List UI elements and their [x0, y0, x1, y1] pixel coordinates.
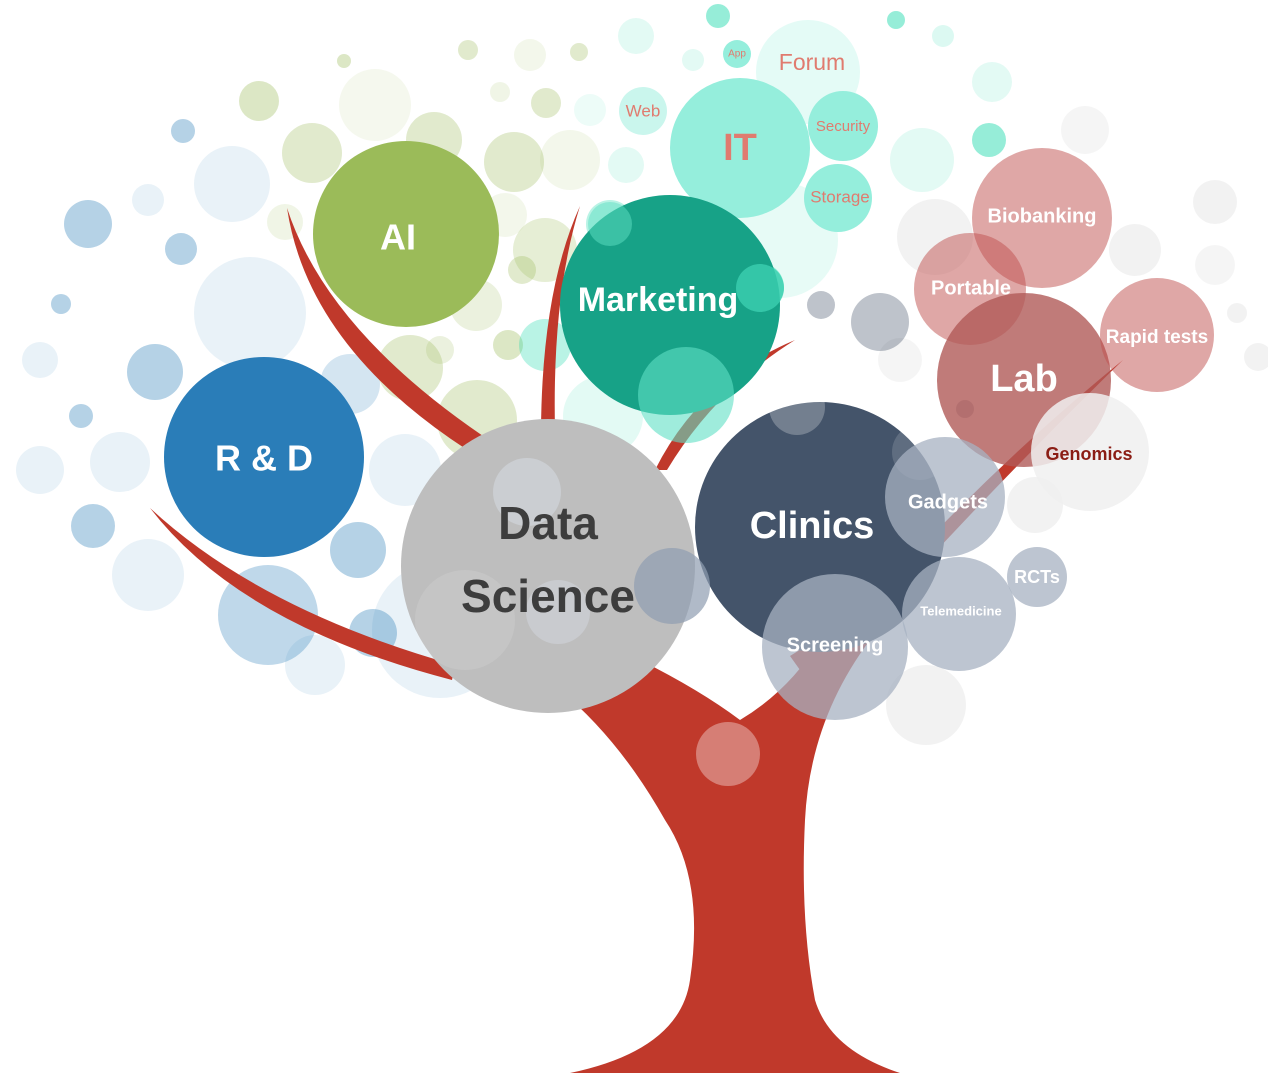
node-ai[interactable]: AI [313, 141, 499, 327]
node-clinics-bubble [695, 402, 945, 652]
node-ai-bubble [313, 141, 499, 327]
node-data-science-bubble [401, 419, 695, 713]
node-app-label[interactable]: App [728, 49, 746, 60]
node-storage-label[interactable]: Storage [810, 187, 870, 206]
node-web-label[interactable]: Web [626, 101, 661, 120]
node-it-bubble [670, 78, 810, 218]
node-data-science-label-line2: Science [461, 570, 635, 622]
node-web-bubble [619, 87, 667, 135]
node-screening-bubble [762, 574, 908, 720]
node-screening-label[interactable]: Screening [787, 634, 884, 656]
node-lab-cluster: Biobanking Portable Lab Rapid tests Geno… [914, 148, 1214, 511]
node-rcts-label[interactable]: RCTs [1014, 567, 1060, 587]
node-storage-bubble [804, 164, 872, 232]
node-portable-label[interactable]: Portable [931, 277, 1011, 299]
node-ai-label: AI [380, 217, 416, 258]
node-lab-label[interactable]: Lab [990, 358, 1058, 400]
node-biobanking-label[interactable]: Biobanking [988, 205, 1097, 227]
node-it-label[interactable]: IT [723, 127, 757, 169]
node-marketing-label: Marketing [578, 281, 739, 319]
node-data-science[interactable]: Data Science [401, 419, 710, 713]
node-rapid-tests-label[interactable]: Rapid tests [1106, 327, 1208, 348]
node-telemedicine-bubble [902, 557, 1016, 671]
node-marketing[interactable]: Marketing [560, 195, 784, 443]
node-clinics-cluster: Clinics Gadgets RCTs Telemedicine Screen… [695, 379, 1067, 720]
node-gadgets-label[interactable]: Gadgets [908, 491, 988, 513]
node-rapid-tests-bubble [1100, 278, 1214, 392]
trunk-knot [696, 722, 760, 786]
node-gadgets-bubble [885, 437, 1005, 557]
node-marketing-bubble [560, 195, 780, 415]
node-telemedicine-label[interactable]: Telemedicine [920, 603, 1001, 618]
node-genomics-bubble [1031, 393, 1149, 511]
node-security-label[interactable]: Security [816, 118, 871, 135]
node-rnd[interactable]: R & D [164, 357, 364, 557]
node-rcts-bubble [1007, 547, 1067, 607]
node-it-cluster: IT Security Storage Web App Forum [619, 20, 878, 232]
tree-trunk [560, 640, 900, 1073]
node-app-bubble [723, 40, 751, 68]
node-forum-label[interactable]: Forum [779, 49, 845, 75]
node-genomics-label[interactable]: Genomics [1045, 444, 1132, 464]
node-security-bubble [808, 91, 878, 161]
node-rnd-bubble [164, 357, 364, 557]
node-rnd-label: R & D [215, 438, 313, 479]
node-data-science-label-line1: Data [498, 497, 598, 549]
node-clinics-label[interactable]: Clinics [750, 505, 875, 547]
